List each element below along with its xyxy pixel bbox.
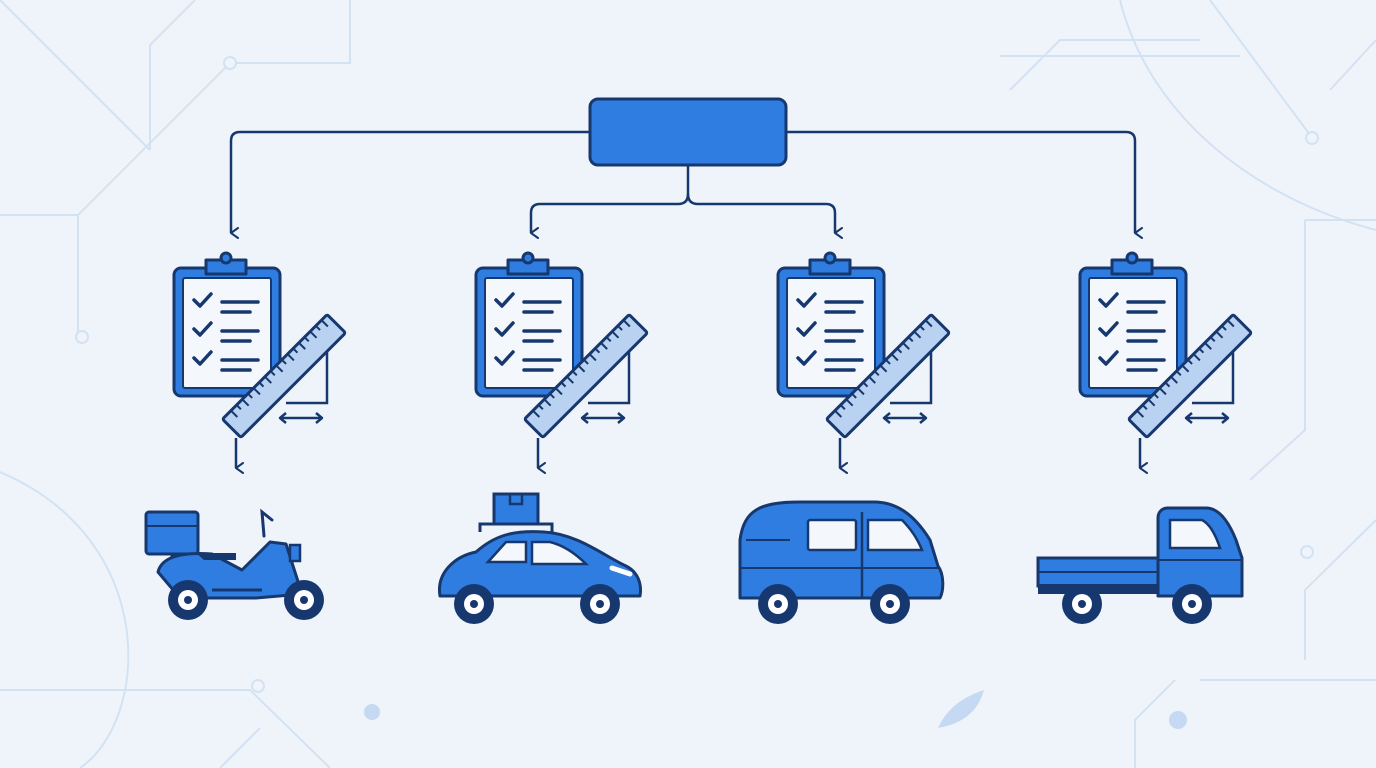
flatbed-truck-icon — [1036, 506, 1244, 624]
background-filled-dots — [364, 690, 1187, 729]
connector-root-to-branch-3 — [686, 193, 843, 239]
connector-root-to-branch-4 — [786, 130, 1143, 239]
clipboard-checklist-ruler-icon — [776, 251, 952, 440]
clipboard-checklist-ruler-icon — [172, 251, 348, 440]
clipboard-checklist-ruler-icon — [474, 251, 650, 440]
connector-root-to-branch-1 — [229, 130, 590, 239]
background-node-dots — [75, 56, 1319, 693]
root-node — [588, 97, 788, 167]
car-with-roof-box-icon — [438, 492, 642, 624]
minivan-icon — [738, 500, 945, 624]
connector-root-to-branch-2 — [529, 165, 690, 239]
connector-lines — [229, 130, 1148, 474]
clipboard-checklist-ruler-icon — [1078, 251, 1254, 440]
delivery-scooter-icon — [144, 508, 324, 620]
